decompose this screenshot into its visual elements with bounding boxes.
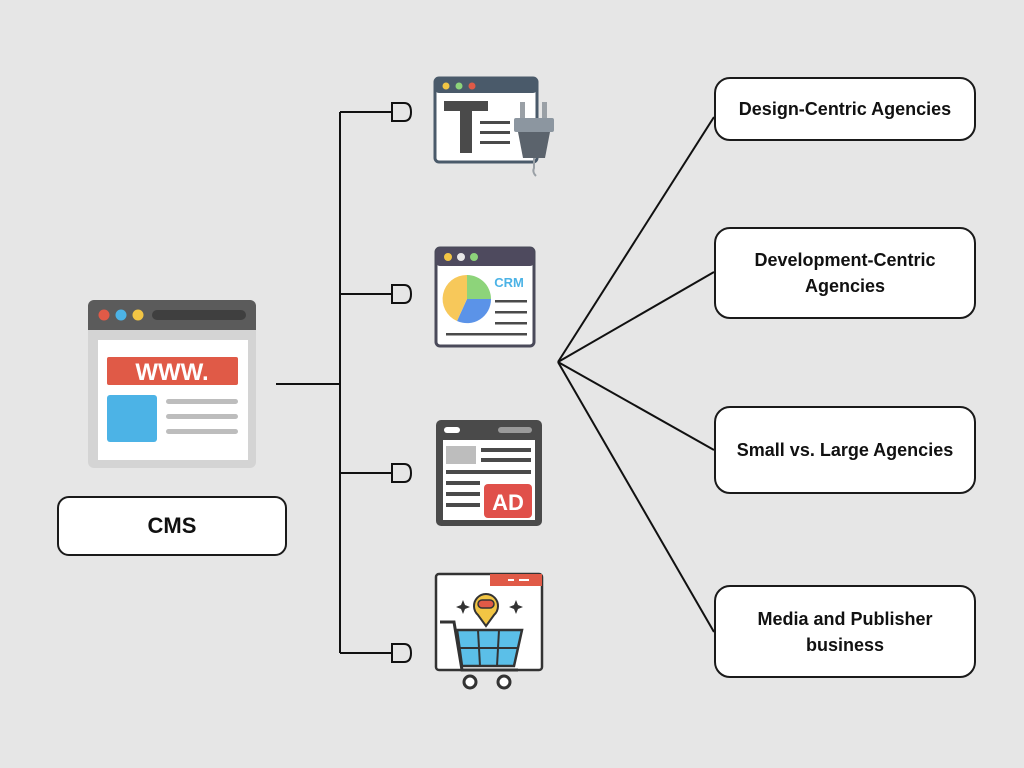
website-icon: WWW. xyxy=(88,300,256,468)
ad-icon-text: AD xyxy=(492,490,524,515)
ad-icon: AD xyxy=(436,420,542,526)
agency-label: Small vs. Large Agencies xyxy=(736,440,954,460)
agency-label: Development-Centric Agencies xyxy=(754,250,936,296)
agency-box-small-vs-large: Small vs. Large Agencies xyxy=(714,406,976,494)
crm-icon: CRM xyxy=(434,246,536,348)
shopping-cart-icon xyxy=(434,572,544,690)
cms-label: CMS xyxy=(147,513,197,538)
plugin-icon xyxy=(433,76,554,177)
agency-box-design-centric: Design-Centric Agencies xyxy=(714,77,976,141)
agency-box-media-publisher: Media and Publisher business xyxy=(714,585,976,678)
agency-fan-connectors xyxy=(557,116,715,633)
agency-label: Media and Publisher business xyxy=(757,608,933,655)
cms-branch-connectors xyxy=(276,102,413,663)
agency-label: Design-Centric Agencies xyxy=(738,99,952,119)
cms-label-box: CMS xyxy=(57,496,287,556)
agency-box-development-centric: Development-Centric Agencies xyxy=(714,227,976,319)
www-banner-text: WWW. xyxy=(135,359,208,386)
crm-icon-text: CRM xyxy=(494,275,524,290)
